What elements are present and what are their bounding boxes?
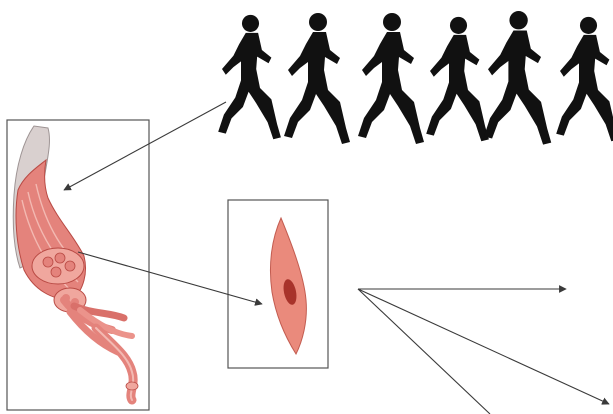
muscle-bundle-icon — [13, 126, 138, 400]
runner-4-icon — [426, 17, 489, 141]
arrow-runners-to-muscle — [64, 102, 226, 190]
arrow-cell-to-bottom — [358, 289, 490, 414]
runner-1-icon — [218, 15, 281, 139]
arrow-muscle-to-cell — [78, 252, 262, 304]
muscle-cell-icon — [270, 218, 306, 354]
runners-silhouette-icon — [218, 11, 613, 145]
runner-5-icon — [484, 11, 551, 145]
arrow-cell-to-right-lower — [358, 289, 609, 404]
flow-arrows — [64, 102, 609, 414]
runner-3-icon — [358, 13, 424, 144]
runner-2-icon — [284, 13, 350, 144]
runner-6-icon — [556, 17, 613, 141]
